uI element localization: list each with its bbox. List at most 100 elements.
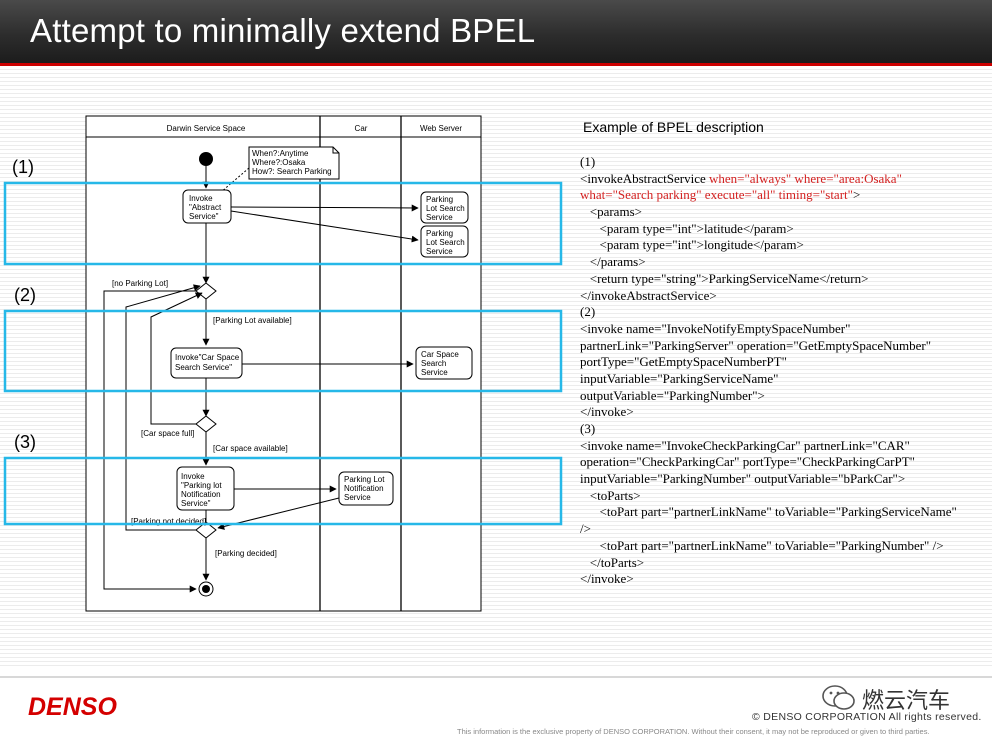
code-text: </toParts> bbox=[580, 554, 645, 570]
code-text: <param type="int">longitude</param> bbox=[580, 237, 804, 253]
guard-parking-not-decided: [Parking not decided] bbox=[131, 517, 206, 526]
code-text: <toPart part="partnerLinkName" toVariabl… bbox=[580, 537, 944, 553]
svg-text:Parking Lot: Parking Lot bbox=[344, 475, 385, 484]
code-line: partnerLink="ParkingServer" operation="G… bbox=[580, 338, 990, 355]
code-line: <return type="string">ParkingServiceName… bbox=[580, 271, 990, 288]
denso-logo: DENSO bbox=[28, 693, 117, 721]
code-text: (3) bbox=[580, 421, 596, 436]
code-line: </toParts> bbox=[580, 555, 990, 572]
code-line: </params> bbox=[580, 254, 990, 271]
highlight-section-3 bbox=[3, 456, 563, 526]
code-line: <toPart part="partnerLinkName" toVariabl… bbox=[580, 504, 990, 521]
action-parking-lot-search-1: Parking Lot Search Service bbox=[420, 191, 469, 224]
code-text: (2) bbox=[580, 304, 596, 320]
footer-divider bbox=[0, 676, 992, 678]
svg-text:Service": Service" bbox=[181, 499, 211, 508]
svg-text:Service: Service bbox=[426, 213, 453, 222]
svg-text:Notification: Notification bbox=[344, 484, 384, 493]
guard-car-space-available: [Car space available] bbox=[213, 444, 288, 453]
code-text: <invoke name="InvokeNotifyEmptySpaceNumb… bbox=[580, 320, 851, 336]
disclaimer-text: This information is the exclusive proper… bbox=[457, 727, 930, 736]
bpel-code-block: (1)<invokeAbstractService when="always" … bbox=[580, 154, 990, 588]
code-text: portType="GetEmptySpaceNumberPT" bbox=[580, 354, 787, 370]
code-line: <invoke name="InvokeCheckParkingCar" par… bbox=[580, 438, 990, 455]
svg-text:Service: Service bbox=[421, 368, 448, 377]
title-bar: Attempt to minimally extend BPEL bbox=[0, 0, 992, 66]
svg-text:Service": Service" bbox=[189, 212, 219, 221]
code-text: <toParts> bbox=[580, 487, 641, 503]
svg-text:Search: Search bbox=[421, 359, 446, 368]
code-line: </invoke> bbox=[580, 571, 990, 588]
code-text: </invoke> bbox=[580, 404, 634, 420]
copyright-text: © DENSO CORPORATION All rights reserved. bbox=[752, 711, 982, 723]
svg-text:Where?:Osaka: Where?:Osaka bbox=[252, 158, 306, 167]
page-title: Attempt to minimally extend BPEL bbox=[30, 12, 536, 49]
svg-text:Parking: Parking bbox=[426, 195, 453, 204]
svg-text:Invoke: Invoke bbox=[181, 472, 205, 481]
svg-text:How?: Search Parking: How?: Search Parking bbox=[252, 167, 332, 176]
section-label-2: (2) bbox=[14, 285, 36, 305]
guard-car-space-full: [Car space full] bbox=[141, 429, 194, 438]
code-line: <param type="int">latitude</param> bbox=[580, 221, 990, 238]
svg-text:Invoke"Car Space: Invoke"Car Space bbox=[175, 353, 240, 362]
code-line: what="Search parking" execute="all" timi… bbox=[580, 187, 990, 204]
code-line: operation="CheckParkingCar" portType="Ch… bbox=[580, 454, 990, 471]
code-line: inputVariable="ParkingServiceName" bbox=[580, 371, 990, 388]
code-text: <param type="int">latitude</param> bbox=[580, 220, 794, 236]
code-line: portType="GetEmptySpaceNumberPT" bbox=[580, 354, 990, 371]
code-line: </invokeAbstractService> bbox=[580, 288, 990, 305]
svg-text:Service: Service bbox=[426, 247, 453, 256]
code-text: <invoke name="InvokeCheckParkingCar" par… bbox=[580, 437, 910, 453]
code-line: <invokeAbstractService when="always" whe… bbox=[580, 171, 990, 188]
guard-no-parking-lot: [no Parking Lot] bbox=[112, 279, 168, 288]
code-text: (1) bbox=[580, 154, 596, 169]
code-text: outputVariable="ParkingNumber"> bbox=[580, 387, 765, 403]
svg-text:"Parking lot: "Parking lot bbox=[181, 481, 222, 490]
lane-header-darwin: Darwin Service Space bbox=[167, 124, 246, 133]
code-text: </invokeAbstractService> bbox=[580, 287, 717, 303]
action-parking-lot-search-2: Parking Lot Search Service bbox=[420, 225, 469, 258]
section-label-3: (3) bbox=[14, 432, 36, 452]
code-line: /> bbox=[580, 521, 990, 538]
svg-text:"Abstract: "Abstract bbox=[189, 203, 222, 212]
code-text: partnerLink="ParkingServer" operation="G… bbox=[580, 337, 932, 353]
code-line: (3) bbox=[580, 421, 990, 438]
code-tail: > bbox=[852, 187, 861, 203]
action-parking-notify: Parking Lot Notification Service bbox=[338, 471, 394, 506]
code-text: </invoke> bbox=[580, 571, 634, 587]
code-extension-text: when="always" where="area:Osaka" bbox=[708, 170, 902, 186]
code-line: </invoke> bbox=[580, 404, 990, 421]
wechat-watermark: 燃云汽车 bbox=[820, 683, 970, 714]
code-text: <invokeAbstractService bbox=[580, 170, 709, 186]
code-extension-text: what="Search parking" execute="all" timi… bbox=[580, 187, 853, 203]
section-label-1: (1) bbox=[12, 157, 34, 177]
code-text: /> bbox=[580, 521, 591, 537]
wechat-account-name: 燃云汽车 bbox=[862, 689, 951, 714]
code-line: <params> bbox=[580, 204, 990, 221]
code-text: <params> bbox=[580, 204, 642, 220]
lane-header-web-server: Web Server bbox=[420, 124, 462, 133]
action-invoke-abstract: Invoke "Abstract Service" bbox=[182, 189, 232, 224]
code-line: <toParts> bbox=[580, 488, 990, 505]
code-line: <toPart part="partnerLinkName" toVariabl… bbox=[580, 538, 990, 555]
code-line: (2) bbox=[580, 304, 990, 321]
action-car-space-invoke: Invoke"Car Space Search Service" bbox=[170, 347, 243, 379]
highlight-section-1 bbox=[3, 181, 563, 266]
code-line: outputVariable="ParkingNumber"> bbox=[580, 388, 990, 405]
code-text: inputVariable="ParkingNumber" outputVari… bbox=[580, 471, 906, 487]
svg-text:Parking: Parking bbox=[426, 229, 453, 238]
code-text: inputVariable="ParkingServiceName" bbox=[580, 370, 779, 386]
code-line: (1) bbox=[580, 154, 990, 171]
highlight-section-2 bbox=[3, 309, 563, 393]
svg-text:Car Space: Car Space bbox=[421, 350, 459, 359]
svg-text:Lot Search: Lot Search bbox=[426, 204, 465, 213]
wechat-icon bbox=[822, 685, 855, 710]
svg-text:When?:Anytime: When?:Anytime bbox=[252, 149, 309, 158]
code-heading: Example of BPEL description bbox=[583, 119, 764, 135]
code-text: <return type="string">ParkingServiceName… bbox=[580, 270, 869, 286]
guard-parking-lot-available: [Parking Lot available] bbox=[213, 316, 292, 325]
initial-node bbox=[199, 152, 213, 166]
action-parking-notify-invoke: Invoke "Parking lot Notification Service… bbox=[176, 466, 235, 511]
svg-text:Notification: Notification bbox=[181, 490, 221, 499]
